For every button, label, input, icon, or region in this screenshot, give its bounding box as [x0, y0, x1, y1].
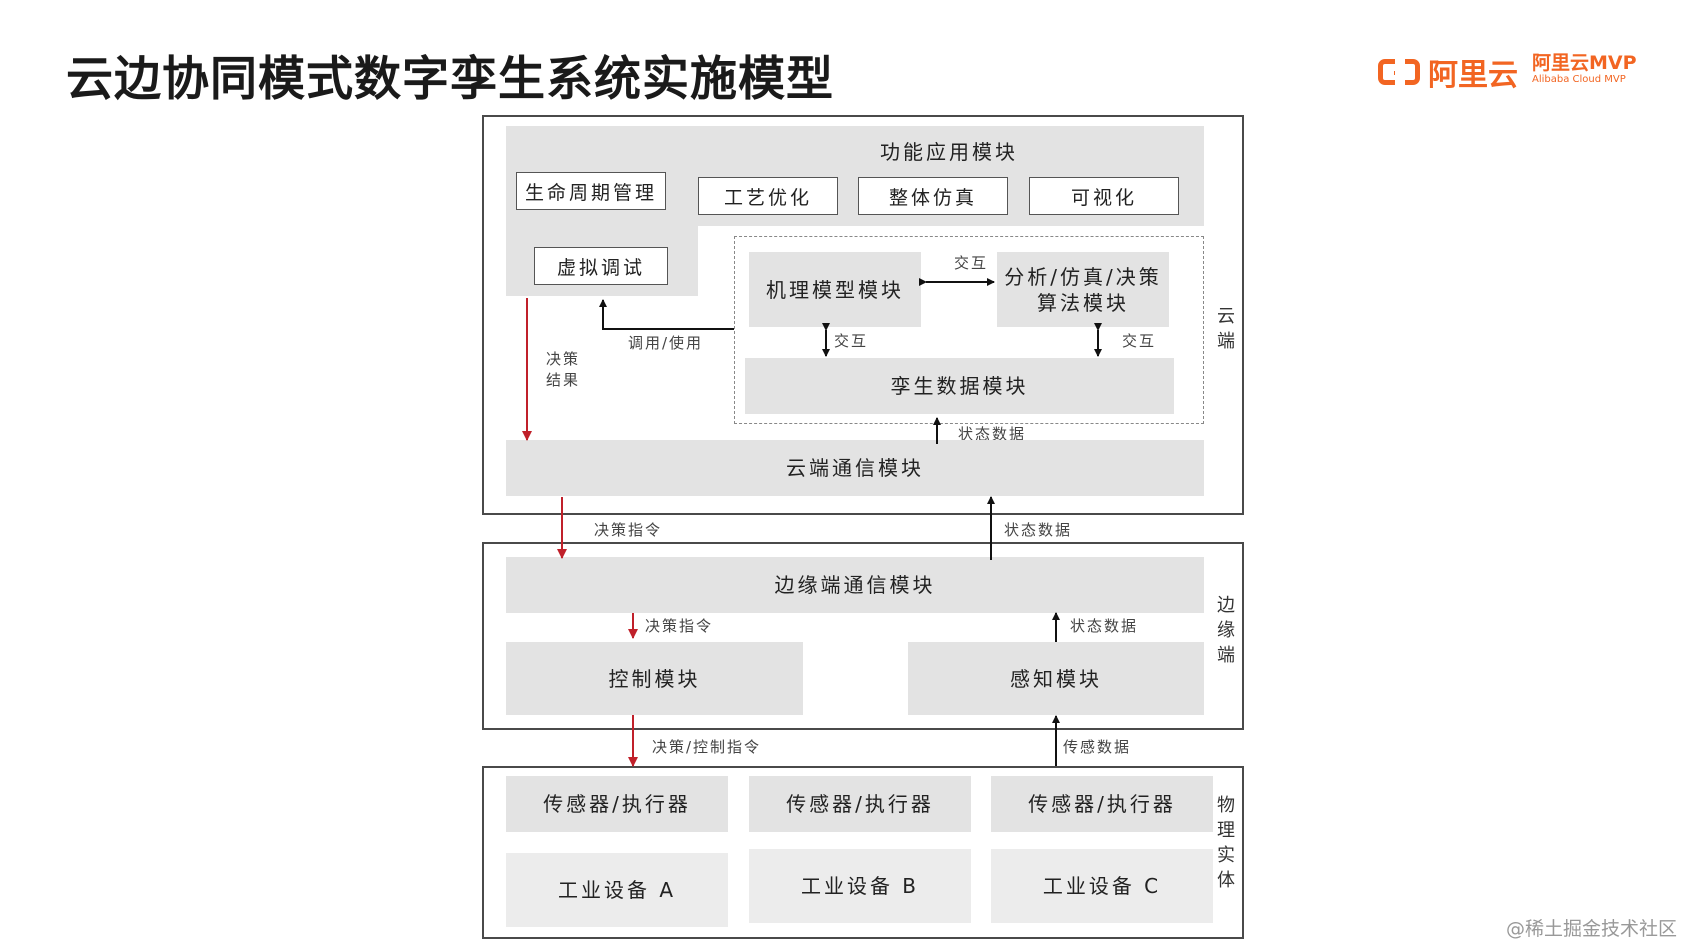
sensor-data-label: 传感数据: [1063, 738, 1132, 756]
mvp-logo-subtitle: Alibaba Cloud MVP: [1532, 74, 1626, 85]
edge-frame: [482, 542, 1244, 730]
mechanism-model-label: 机理模型模块: [766, 277, 904, 302]
analysis-algorithm-label-2: 算法模块: [1037, 290, 1129, 315]
control-module-box: 控制模块: [506, 642, 803, 715]
mvp-logo: 阿里云MVP Alibaba Cloud MVP: [1532, 52, 1637, 86]
edge-comm-label: 边缘端通信模块: [774, 573, 936, 597]
sense-module-box: 感知模块: [908, 642, 1204, 715]
decision-result-label-1: 决策: [546, 350, 581, 368]
edge-comm-box: 边缘端通信模块: [506, 557, 1204, 613]
twin-data-label: 孪生数据模块: [890, 374, 1029, 398]
edge-state-data-label: 状态数据: [1070, 617, 1139, 635]
aliyun-logo: 阿里云: [1378, 50, 1518, 94]
app-module-label: 功能应用模块: [880, 140, 1018, 164]
sensor-box-b: 传感器/执行器: [749, 776, 971, 832]
sensor-label-b: 传感器/执行器: [786, 792, 934, 816]
device-box-c: 工业设备 C: [991, 849, 1213, 923]
state-data-label-mid: 状态数据: [1004, 521, 1073, 539]
watermark: @稀土掘金技术社区: [1505, 918, 1677, 940]
control-cmd-label: 决策/控制指令: [652, 738, 762, 756]
cloud-frame: [482, 115, 1244, 515]
page-title: 云边协同模式数字孪生系统实施模型: [66, 52, 834, 107]
decision-result-label-2: 结果: [546, 371, 581, 389]
cloud-comm-label: 云端通信模块: [786, 456, 924, 480]
analysis-algorithm-box: 分析/仿真/决策 算法模块: [997, 252, 1169, 327]
virtual-debug-box: 虚拟调试: [534, 247, 668, 285]
aliyun-logo-text: 阿里云: [1428, 58, 1518, 93]
cloud-side-label: 云 端: [1217, 306, 1235, 352]
twin-data-box: 孪生数据模块: [745, 358, 1174, 414]
sensor-box-c: 传感器/执行器: [991, 776, 1213, 832]
interact-top-label: 交互: [954, 254, 989, 272]
aliyun-logo-icon: [1378, 58, 1420, 86]
edge-side-label: 边 缘 端: [1217, 595, 1235, 666]
device-label-b: 工业设备 B: [800, 874, 920, 898]
lifecycle-box: 生命周期管理: [516, 172, 666, 210]
process-opt-box: 工艺优化: [698, 177, 838, 215]
twin-model-region: [734, 236, 1204, 424]
physical-frame: [482, 766, 1244, 939]
device-label-a: 工业设备 A: [557, 878, 677, 902]
control-module-label: 控制模块: [608, 666, 701, 691]
analysis-algorithm-label-1: 分析/仿真/决策: [1004, 264, 1162, 289]
sensor-box-a: 传感器/执行器: [506, 776, 728, 832]
physical-side-label: 物 理 实 体: [1217, 795, 1235, 891]
cloud-comm-box: 云端通信模块: [506, 440, 1204, 496]
simulation-box: 整体仿真: [858, 177, 1008, 215]
sensor-label-c: 传感器/执行器: [1028, 792, 1176, 816]
mvp-logo-title: 阿里云MVP: [1532, 52, 1637, 74]
sensor-label-a: 传感器/执行器: [543, 792, 691, 816]
cloud-state-data-label: 状态数据: [958, 425, 1027, 443]
interact-left-label: 交互: [834, 332, 869, 350]
edge-decision-cmd-label: 决策指令: [645, 617, 714, 635]
device-label-c: 工业设备 C: [1042, 874, 1162, 898]
decision-cmd-label: 决策指令: [594, 521, 663, 539]
device-box-a: 工业设备 A: [506, 853, 728, 927]
call-use-label: 调用/使用: [628, 334, 704, 352]
visualization-box: 可视化: [1029, 177, 1179, 215]
device-box-b: 工业设备 B: [749, 849, 971, 923]
call-use-arrow: [599, 299, 734, 330]
interact-right-label: 交互: [1122, 332, 1157, 350]
mechanism-model-box: 机理模型模块: [749, 252, 921, 327]
sense-module-label: 感知模块: [1010, 666, 1102, 691]
